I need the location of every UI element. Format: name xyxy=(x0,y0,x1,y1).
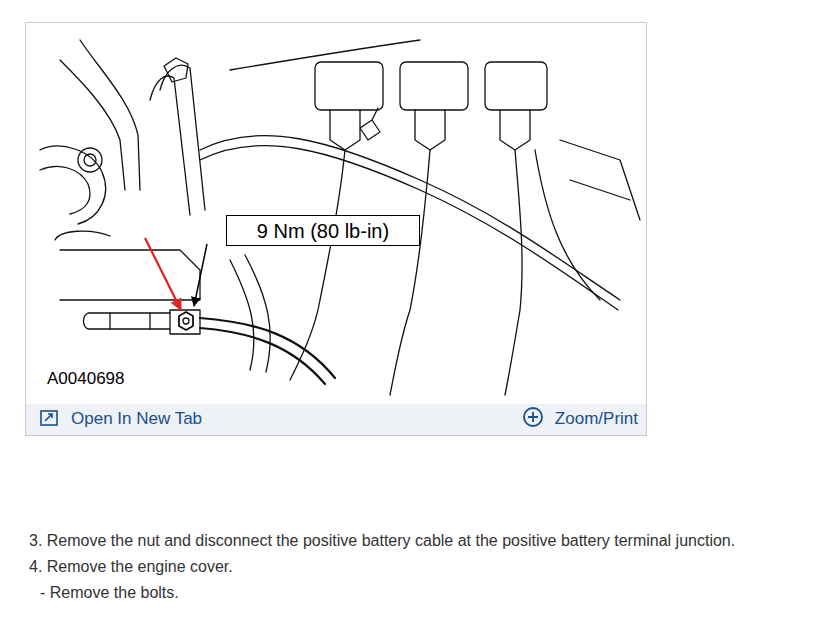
bolt-head xyxy=(164,58,188,82)
engine-illustration xyxy=(26,23,646,404)
open-tab-icon xyxy=(41,411,57,425)
procedure-step: 4. Remove the engine cover. xyxy=(29,557,233,577)
leader-line xyxy=(194,244,207,306)
connector-plug xyxy=(415,110,445,150)
bracket xyxy=(55,231,110,240)
bracket xyxy=(60,250,200,300)
connector xyxy=(400,62,468,110)
procedure-substep: - Remove the bolts. xyxy=(40,583,179,603)
hose xyxy=(40,166,90,214)
cable-tube xyxy=(84,313,171,329)
pipe xyxy=(80,40,140,190)
cable-tube xyxy=(110,313,150,329)
wire xyxy=(200,136,620,300)
terminal xyxy=(170,310,200,334)
hose xyxy=(40,146,106,224)
icon-box xyxy=(41,411,57,425)
sensor xyxy=(360,108,380,140)
zoom-icon xyxy=(524,408,542,426)
pipe xyxy=(150,76,190,215)
fitting xyxy=(78,148,102,172)
connector-plug xyxy=(500,110,530,150)
pipe xyxy=(160,65,205,210)
procedure-step: 3. Remove the nut and disconnect the pos… xyxy=(29,531,735,551)
connector xyxy=(315,62,383,110)
fitting xyxy=(84,154,96,166)
hose xyxy=(230,260,254,370)
connector-wire xyxy=(505,150,522,395)
highlight-arrow xyxy=(145,238,181,310)
connector xyxy=(485,62,547,110)
figure-number: A0040698 xyxy=(46,369,126,389)
connector-wire xyxy=(535,150,600,300)
icon-plus xyxy=(528,412,538,422)
pipe xyxy=(60,60,125,190)
icon-arrow xyxy=(45,414,52,421)
hose xyxy=(245,255,270,372)
cable xyxy=(200,318,335,378)
wire xyxy=(200,146,618,310)
toolbar-link: Zoom/Print xyxy=(555,409,638,429)
engine-linework xyxy=(40,40,640,395)
terminal-stud xyxy=(183,318,189,324)
torque-callout-box: 9 Nm (80 lb-in) xyxy=(226,215,420,246)
connector-plug xyxy=(330,110,360,150)
terminal-nut xyxy=(179,312,193,330)
icon-circle xyxy=(524,408,542,426)
wire xyxy=(230,40,420,70)
cable xyxy=(200,328,325,384)
torque-value: 9 Nm (80 lb-in) xyxy=(257,219,389,243)
toolbar-link: Open In New Tab xyxy=(71,409,202,429)
bracket xyxy=(560,140,640,220)
connector-wire xyxy=(390,150,430,395)
battery-cable xyxy=(200,318,335,384)
